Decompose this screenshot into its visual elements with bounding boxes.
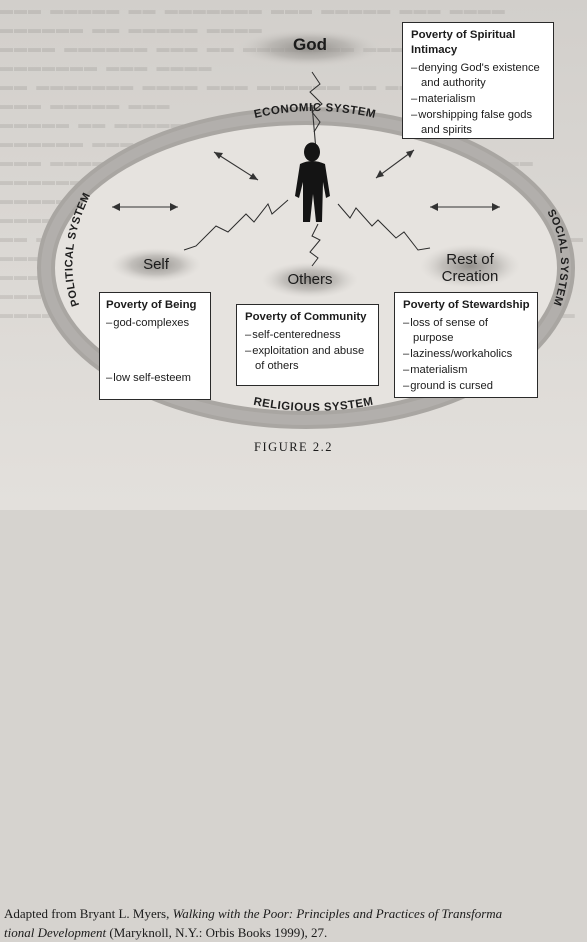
self-label: Self [143, 256, 169, 273]
person-figure [295, 142, 330, 222]
others-label: Others [287, 271, 333, 288]
being-item: god-complexes [106, 316, 204, 331]
citation-prefix: Adapted from Bryant L. Myers, [4, 906, 173, 921]
others-cloud [262, 262, 358, 298]
arrow-god-creation [375, 149, 415, 179]
lightning-creation [337, 203, 431, 251]
rest-of-creation-line1: Rest of [446, 251, 494, 268]
stewardship-item: loss of sense of purpose [403, 316, 531, 346]
being-item: low self-esteem [106, 371, 204, 386]
stewardship-item: laziness/workaholics [403, 347, 531, 362]
lightning-top [309, 71, 323, 133]
box-poverty-of-being: Poverty of Being god-complexes low self-… [99, 292, 211, 400]
box-poverty-spiritual-intimacy: Poverty of Spiritual Intimacy denying Go… [402, 22, 554, 139]
box-stewardship-title: Poverty of Stewardship [403, 299, 530, 311]
self-cloud [111, 248, 201, 282]
spiritual-item: materialism [411, 92, 547, 107]
citation-title-line1: Walking with the Poor: Principles and Pr… [172, 906, 503, 921]
box-being-title: Poverty of Being [106, 299, 197, 311]
god-cloud [237, 29, 381, 67]
spiritual-item: denying God's existence and authority [411, 61, 547, 91]
stewardship-item: ground is cursed [403, 379, 531, 394]
creation-cloud [420, 244, 520, 288]
box-poverty-of-community: Poverty of Community self-centeredness e… [236, 304, 379, 386]
community-item: exploitation and abuse of others [245, 344, 372, 374]
book-page: ▬▬▬ ▬▬▬▬▬ ▬▬ ▬▬▬▬▬▬▬ ▬▬▬ ▬▬▬▬▬ ▬▬▬ ▬▬▬▬ … [0, 0, 587, 510]
lightning-others [309, 223, 321, 267]
community-item: self-centeredness [245, 328, 372, 343]
citation-title-line2: tional Development [4, 925, 107, 940]
rest-of-creation-line2: Creation [441, 268, 499, 285]
figure-label: FIGURE 2.2 [254, 440, 333, 454]
spiritual-item: worshipping false gods and spirits [411, 108, 547, 138]
stewardship-item: materialism [403, 363, 531, 378]
god-label: God [293, 35, 327, 54]
lightning-self [183, 199, 289, 251]
rest-of-creation-label: Rest of Creation [428, 251, 512, 285]
box-poverty-of-stewardship: Poverty of Stewardship loss of sense of … [394, 292, 538, 398]
citation-suffix: (Maryknoll, N.Y.: Orbis Books 1999), 27. [106, 925, 328, 940]
arrow-god-self [213, 151, 259, 181]
box-spiritual-title: Poverty of Spiritual Intimacy [411, 29, 516, 56]
box-community-title: Poverty of Community [245, 311, 367, 323]
source-citation: Adapted from Bryant L. Myers, Walking wi… [4, 904, 587, 942]
